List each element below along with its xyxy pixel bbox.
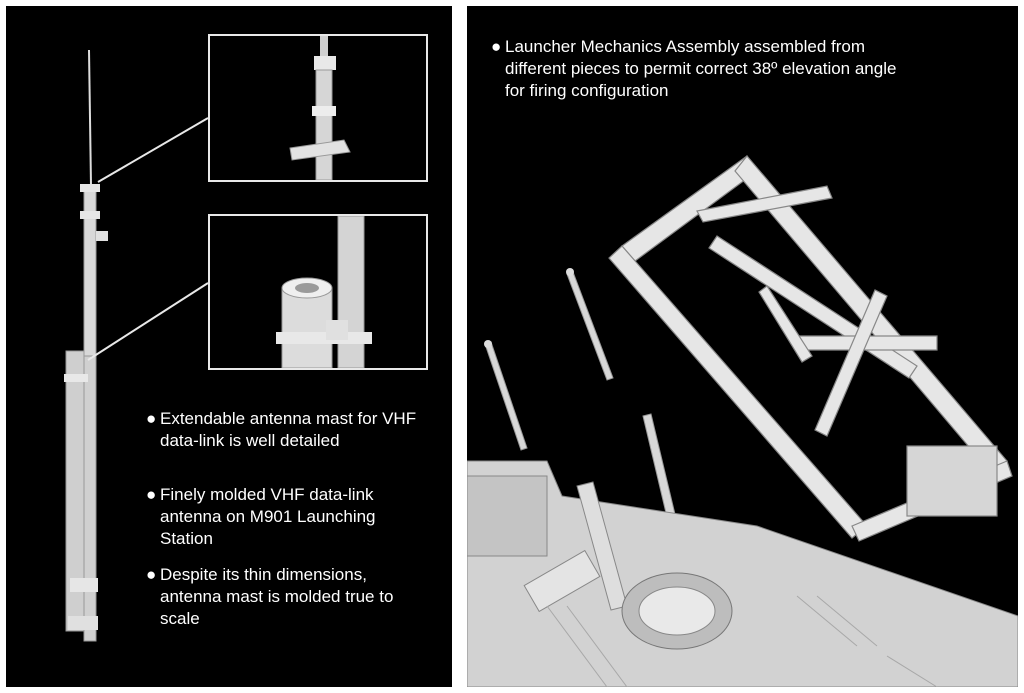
left-panel: ● Extendable antenna mast for VHF data-l… — [6, 6, 452, 687]
antenna-mast-illustration — [64, 49, 209, 642]
caption-antenna: ● Finely molded VHF data-link antenna on… — [146, 484, 430, 550]
bullet: ● — [146, 409, 157, 428]
right-panel: ● Launcher Mechanics Assembly assembled … — [467, 6, 1018, 687]
caption-text: Launcher Mechanics Assembly assembled fr… — [505, 37, 897, 100]
caption-text: Despite its thin dimensions, antenna mas… — [160, 565, 394, 628]
bullet: ● — [491, 37, 502, 56]
bullet: ● — [146, 565, 157, 584]
inset-antenna-tip — [208, 34, 428, 182]
antenna-base-detail — [276, 216, 372, 368]
launcher-mechanics-illustration — [467, 155, 1018, 687]
caption-text: Finely molded VHF data-link antenna on M… — [160, 485, 376, 548]
inset-antenna-base — [208, 214, 428, 370]
antenna-tip-detail — [289, 36, 351, 180]
caption-scale: ● Despite its thin dimensions, antenna m… — [146, 564, 430, 630]
bullet: ● — [146, 485, 157, 504]
caption-mast: ● Extendable antenna mast for VHF data-l… — [146, 408, 430, 452]
caption-text: Extendable antenna mast for VHF data-lin… — [160, 409, 417, 450]
caption-launcher: ● Launcher Mechanics Assembly assembled … — [491, 36, 905, 102]
